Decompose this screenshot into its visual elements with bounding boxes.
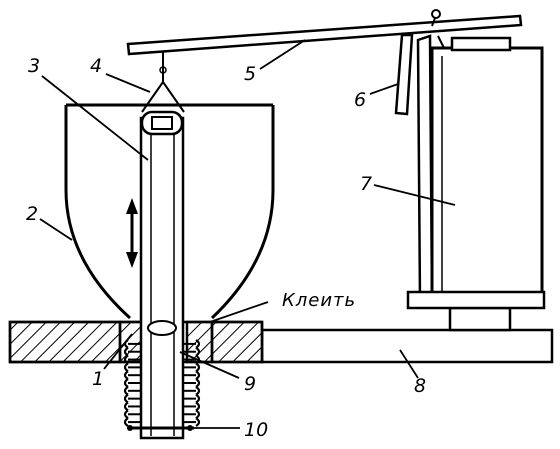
spring-coil-left: [123, 417, 129, 427]
label-10: 10: [244, 419, 268, 441]
base-frame: [260, 306, 554, 364]
label-2: 2: [26, 203, 38, 225]
spring-coil-right: [195, 362, 201, 373]
spring-coil-left: [123, 362, 129, 373]
label-kleit: Клеить: [282, 290, 356, 311]
label-3: 3: [28, 55, 40, 77]
label-5: 5: [244, 63, 256, 85]
spring-coil-left: [123, 393, 129, 404]
spring-coil-right: [195, 378, 201, 388]
armature: [394, 33, 434, 304]
cup-body: [64, 103, 275, 320]
spring: [123, 339, 201, 427]
spring-coil-left: [123, 378, 129, 388]
motion-arrow-icon: [126, 198, 138, 268]
leader-lines: [39, 39, 456, 429]
spring-coil-right: [195, 409, 201, 420]
spring-coil-right: [195, 401, 201, 412]
coil-block: [406, 35, 546, 310]
washer: [127, 425, 194, 431]
spring-coil-left: [123, 409, 129, 420]
spring-coil-right: [195, 370, 201, 381]
label-7: 7: [360, 173, 372, 195]
spring-coil-left: [123, 401, 129, 412]
spring-coil-right: [195, 393, 201, 404]
spring-coil-left: [123, 370, 129, 381]
spring-coil-left: [123, 385, 129, 396]
label-4: 4: [90, 55, 102, 77]
lever-beam: [126, 9, 523, 56]
label-1: 1: [92, 368, 104, 390]
label-8: 8: [414, 375, 426, 397]
spring-coil-right: [195, 417, 201, 427]
hatched-plate: [8, 320, 264, 364]
spring-coil-right: [195, 385, 201, 396]
central-tube: [139, 110, 185, 440]
callout-labels: 3 4 5 6 7 2 Клеить 1 9 8 10: [26, 55, 426, 441]
label-9: 9: [244, 373, 256, 395]
label-6: 6: [354, 89, 366, 111]
suspension-wires: [141, 48, 185, 113]
